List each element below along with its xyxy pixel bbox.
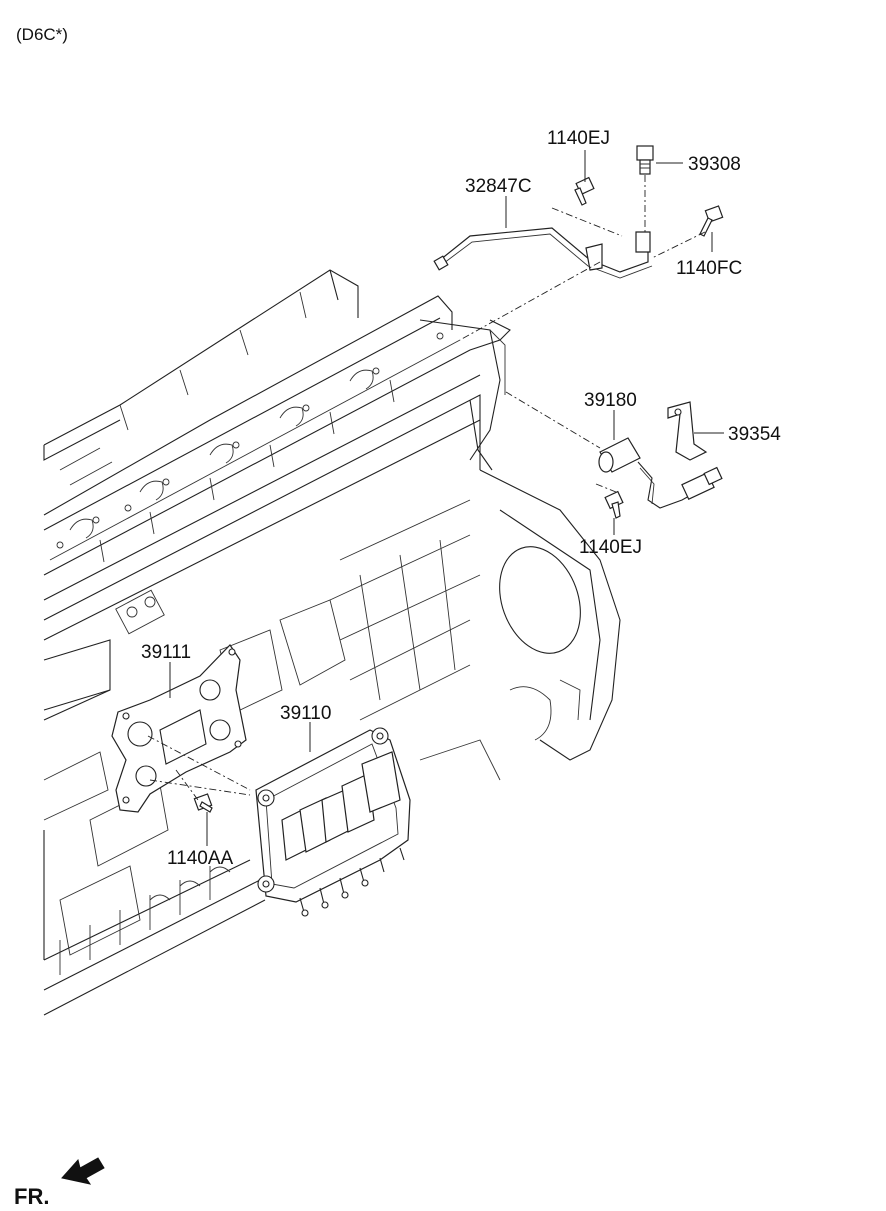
label-1140AA: 1140AA [167,848,234,869]
label-39354: 39354 [728,424,781,445]
label-39111: 39111 [141,642,191,663]
ecu-39110 [255,727,411,917]
label-32847C: 32847C [465,176,532,197]
front-direction-indicator: FR. [14,1157,105,1209]
engine-code-label: (D6C*) [16,25,68,44]
label-39110: 39110 [280,703,331,724]
label-39308: 39308 [688,154,741,175]
bolt-1140EJ-lower [604,490,624,519]
gasket-39111 [111,644,247,813]
bolt-1140AA [193,793,213,813]
sensor-39180 [598,437,723,509]
bolt-1140FC [699,205,724,237]
label-1140EJ-top: 1140EJ [547,128,610,149]
bracket-39354 [667,401,708,461]
front-arrow-icon [61,1157,105,1185]
label-39180: 39180 [584,390,637,411]
engine-block [43,269,621,1016]
sensor-39308 [636,145,654,175]
leader-lines [169,150,724,846]
front-label: FR. [14,1184,49,1209]
label-1140FC: 1140FC [676,258,742,279]
part-labels: 1140EJ 39308 32847C 1140FC 39180 39354 1… [141,128,781,869]
assembly-lines [147,175,706,801]
oil-pipe-32847C [433,227,653,279]
bolt-1140EJ-top [574,176,595,206]
label-1140EJ-lower: 1140EJ [579,537,642,558]
